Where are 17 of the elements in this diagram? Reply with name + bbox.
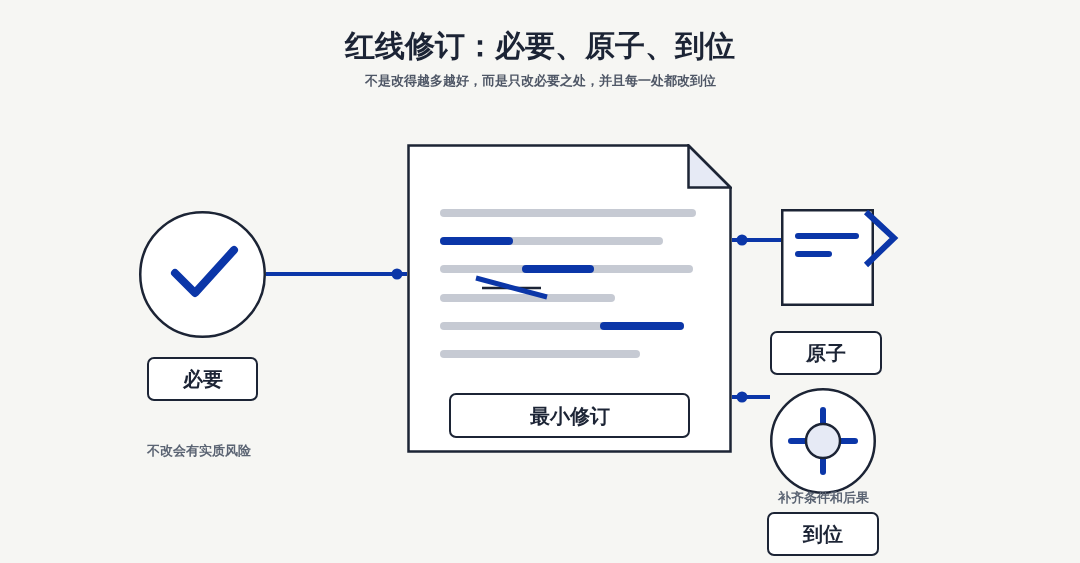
label-text: 必要 bbox=[182, 367, 223, 391]
title: 红线修订：必要、原子、到位 bbox=[345, 28, 735, 64]
label-box bbox=[770, 331, 882, 375]
side-note: 不改会有实质风险 bbox=[147, 443, 251, 460]
label-box bbox=[767, 512, 879, 556]
label-text: 到位 bbox=[803, 522, 843, 546]
label-box bbox=[147, 357, 258, 401]
connector bbox=[266, 268, 407, 280]
circle-shape bbox=[139, 211, 266, 338]
connector bbox=[732, 391, 770, 403]
label-box bbox=[449, 393, 690, 438]
connector bbox=[732, 234, 781, 246]
label-text: 原子 bbox=[806, 341, 846, 365]
subtitle: 不是改得越多越好，而是只改必要之处，并且每一处都改到位 bbox=[364, 73, 716, 90]
side-note: 补齐条件和后果 bbox=[777, 490, 869, 507]
document-shape bbox=[407, 144, 732, 453]
label-text: 最小修订 bbox=[529, 403, 610, 428]
